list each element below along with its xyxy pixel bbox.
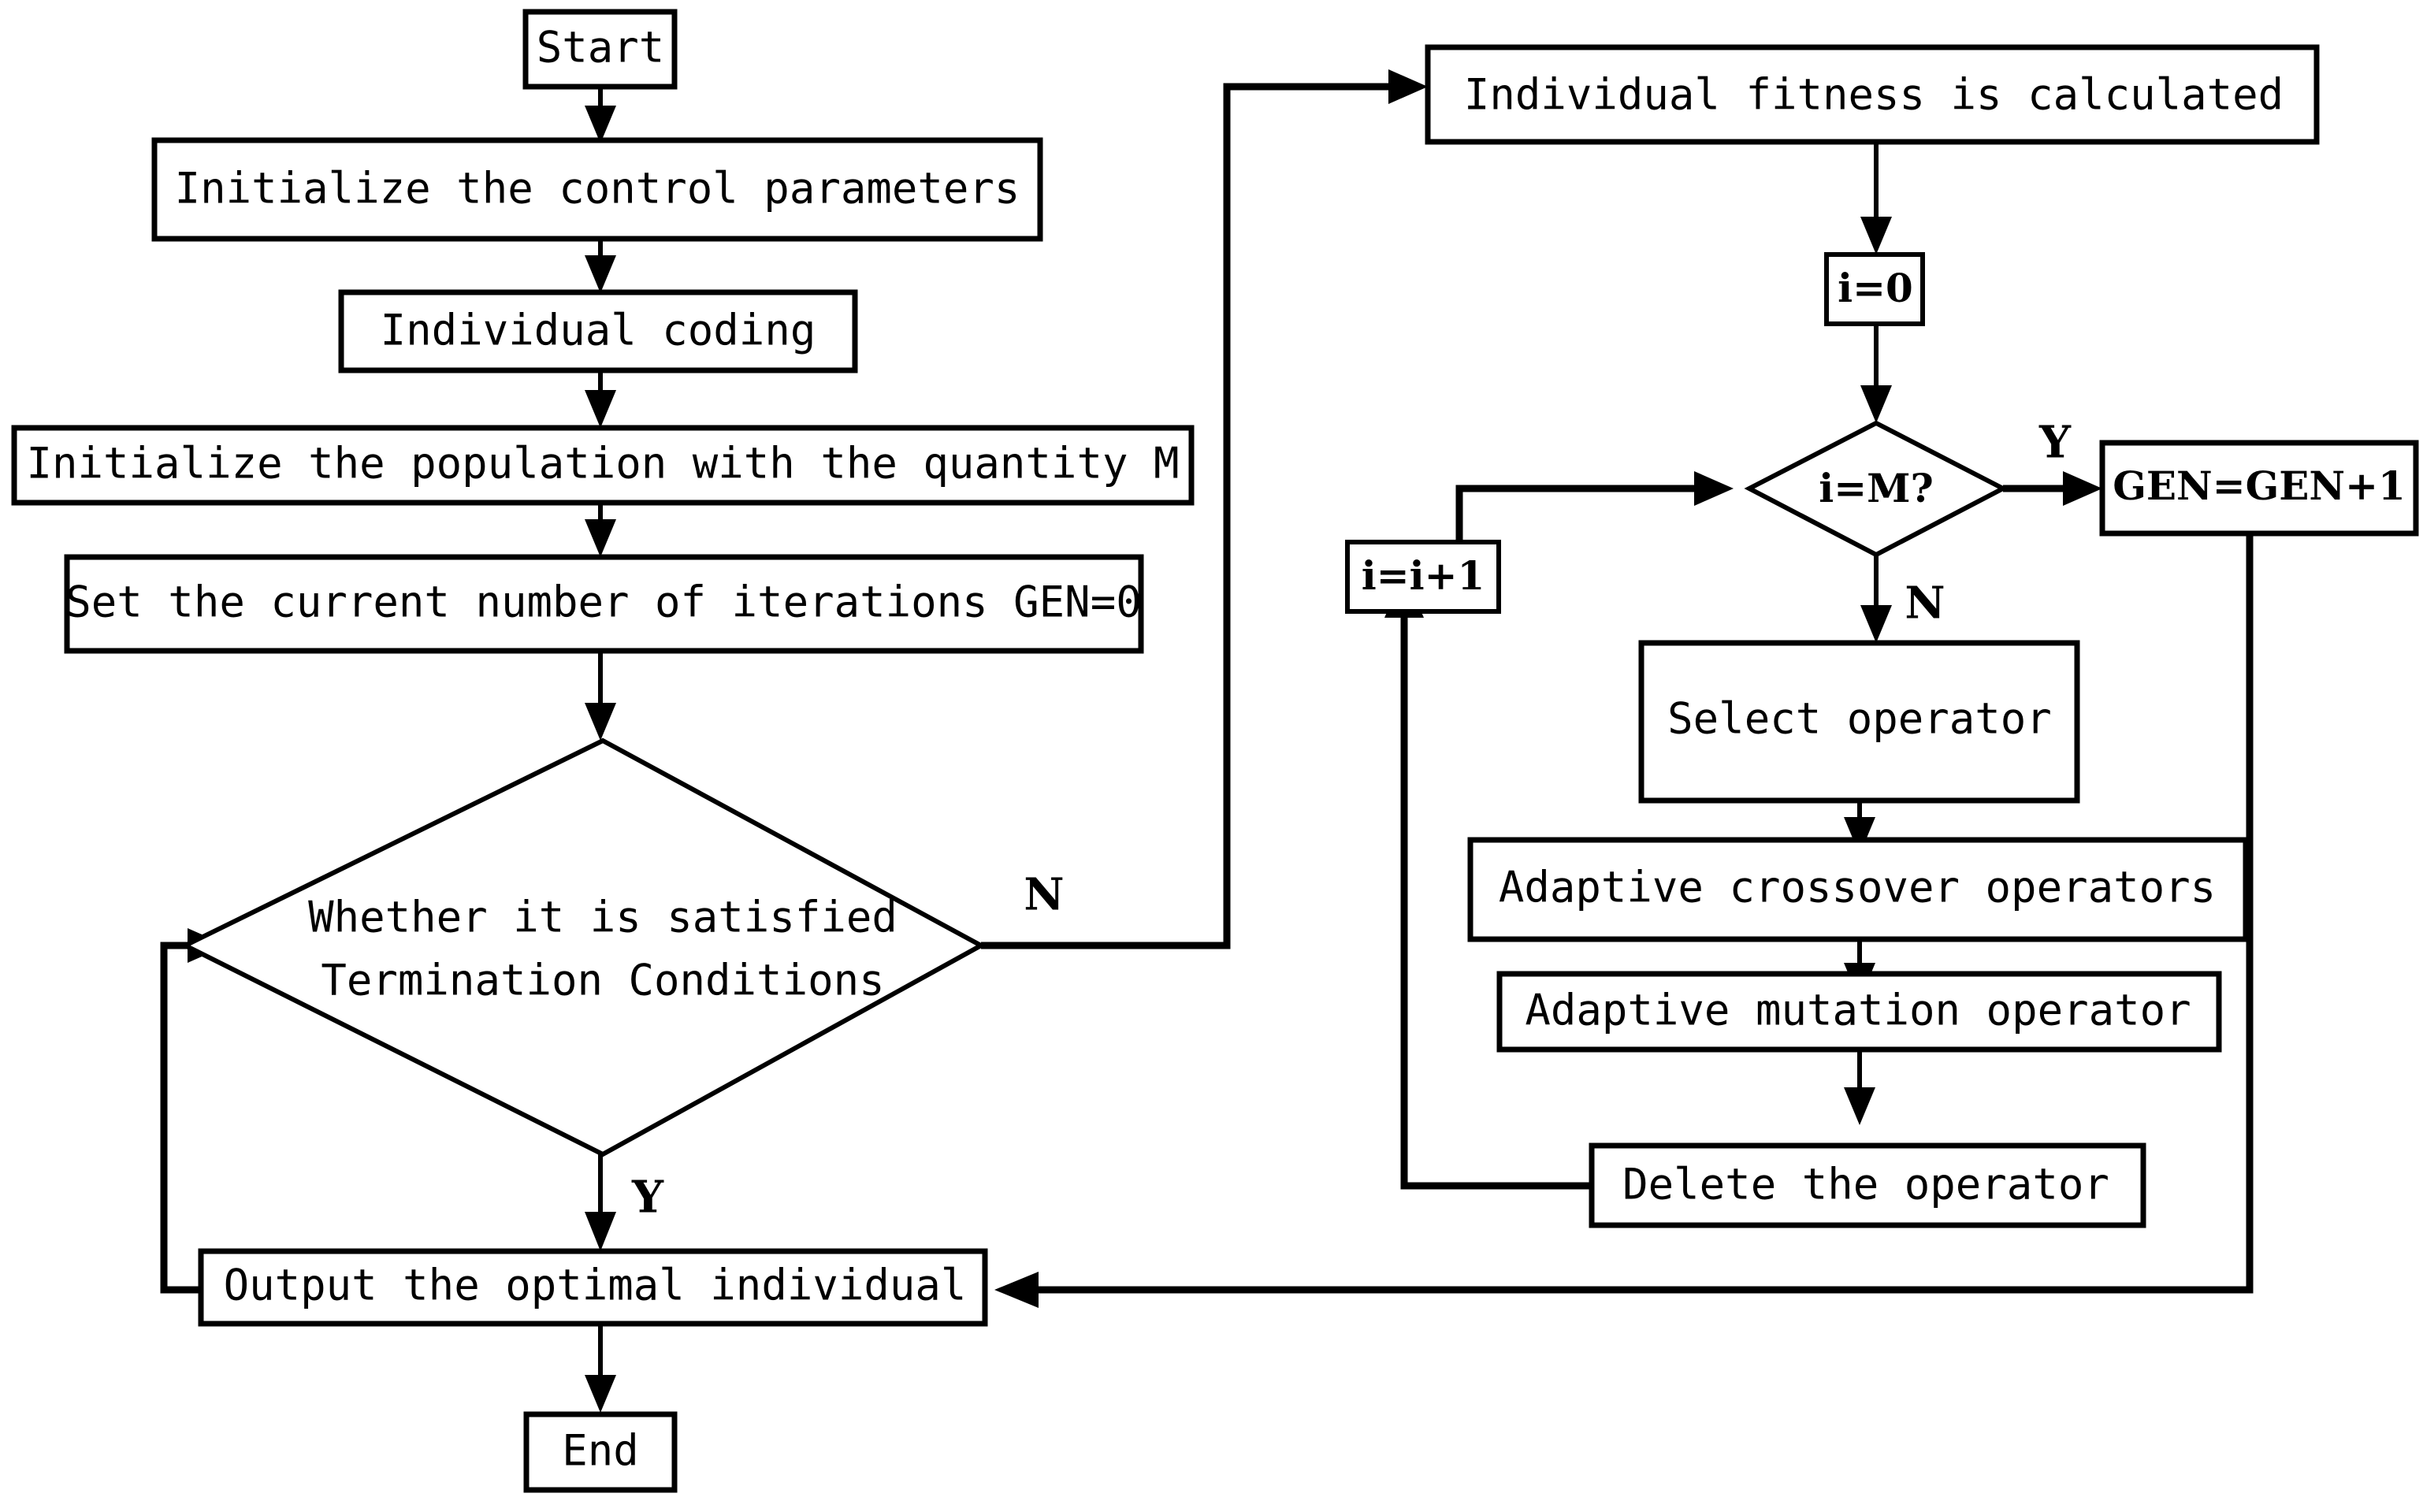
- node-start[interactable]: Start: [522, 9, 678, 90]
- node-i-zero-label: i=0: [1838, 265, 1913, 311]
- edge-output-to-end: [585, 1324, 616, 1413]
- node-output-optimal-individual[interactable]: Output the optimal individual: [198, 1248, 988, 1327]
- edge-start-to-init-control: [585, 87, 616, 143]
- node-init-population-label: Initialize the population with the quant…: [27, 439, 1180, 489]
- node-i-equals-m-label: i=M?: [1819, 465, 1934, 511]
- edge-termination-yes-to-output: [585, 1154, 616, 1251]
- edge-init-population-to-set-gen: [585, 503, 616, 557]
- node-init-control-parameters[interactable]: Initialize the control parameters: [151, 137, 1043, 242]
- node-end[interactable]: End: [523, 1411, 678, 1493]
- node-termination-condition[interactable]: Whether it is satisfied Termination Cond…: [180, 737, 987, 1157]
- node-delete-operator[interactable]: Delete the operator: [1589, 1142, 2146, 1228]
- node-end-label: End: [562, 1426, 639, 1476]
- node-i-increment[interactable]: i=i+1: [1345, 540, 1501, 614]
- node-gen-increment-label: GEN=GEN+1: [2113, 463, 2406, 509]
- edge-output-to-termination-loop[interactable]: [160, 928, 227, 1294]
- edge-i-equals-m-no-to-select-operator: [1860, 555, 1892, 643]
- edge-mutation-to-delete-operator: [1844, 1048, 1875, 1125]
- node-individual-coding-label: Individual coding: [381, 306, 816, 355]
- branch-label-i-equals-m-no: N: [1905, 578, 1945, 630]
- edge-i-zero-to-i-equals-m: [1860, 323, 1892, 423]
- node-init-control-parameters-label: Initialize the control parameters: [175, 164, 1020, 214]
- edge-gen-increment-to-output[interactable]: [994, 533, 2254, 1308]
- edge-init-control-to-individual-coding: [585, 239, 616, 293]
- node-start-label: Start: [537, 23, 665, 72]
- node-i-increment-label: i=i+1: [1362, 552, 1485, 599]
- edge-individual-coding-to-init-population: [585, 370, 616, 428]
- node-adaptive-crossover-operators-label: Adaptive crossover operators: [1499, 863, 2216, 912]
- node-individual-fitness-calculated[interactable]: Individual fitness is calculated: [1425, 44, 2320, 145]
- branch-label-termination-yes: Y: [631, 1172, 664, 1224]
- node-termination-condition-label-line2: Termination Conditions: [321, 956, 884, 1005]
- node-output-optimal-individual-label: Output the optimal individual: [224, 1261, 967, 1310]
- node-select-operator-label: Select operator: [1667, 694, 2052, 744]
- node-termination-condition-label-line1: Whether it is satisfied: [308, 893, 897, 942]
- node-adaptive-mutation-operator[interactable]: Adaptive mutation operator: [1496, 971, 2222, 1053]
- node-individual-fitness-calculated-label: Individual fitness is calculated: [1464, 70, 2284, 120]
- node-adaptive-mutation-operator-label: Adaptive mutation operator: [1525, 986, 2191, 1035]
- node-init-population[interactable]: Initialize the population with the quant…: [11, 425, 1195, 506]
- edge-set-gen-to-termination: [585, 651, 616, 741]
- node-i-zero[interactable]: i=0: [1824, 252, 1925, 326]
- edge-i-equals-m-yes-to-gen-increment[interactable]: [2003, 471, 2102, 506]
- branch-label-i-equals-m-yes: Y: [2038, 417, 2072, 469]
- branch-label-termination-no: N: [1024, 869, 1064, 921]
- node-select-operator[interactable]: Select operator: [1638, 640, 2080, 804]
- node-set-gen-zero-label: Set the current number of iterations GEN…: [65, 578, 1141, 627]
- edge-fitness-to-i-zero: [1860, 142, 1892, 254]
- node-set-gen-zero[interactable]: Set the current number of iterations GEN…: [64, 554, 1144, 654]
- edge-i-increment-to-i-equals-m[interactable]: [1455, 471, 1734, 542]
- node-adaptive-crossover-operators[interactable]: Adaptive crossover operators: [1467, 837, 2249, 942]
- node-delete-operator-label: Delete the operator: [1622, 1160, 2109, 1209]
- node-i-equals-m[interactable]: i=M?: [1744, 420, 2009, 558]
- node-gen-increment[interactable]: GEN=GEN+1: [2099, 440, 2419, 537]
- edge-termination-no-to-fitness[interactable]: [981, 69, 1428, 949]
- node-individual-coding[interactable]: Individual coding: [338, 289, 858, 373]
- edge-select-operator-to-crossover: [1844, 800, 1875, 855]
